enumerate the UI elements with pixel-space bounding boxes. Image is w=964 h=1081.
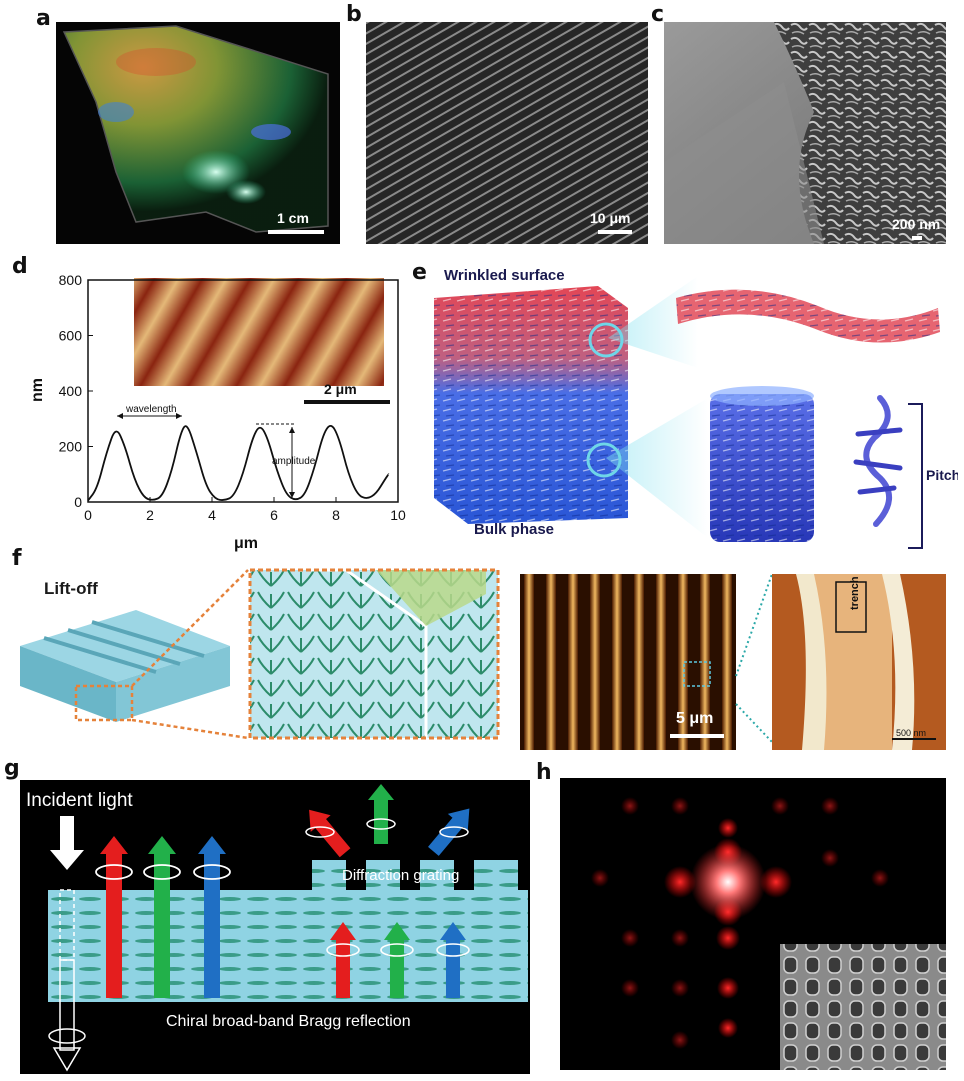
diffraction-grating-label: Diffraction grating bbox=[342, 867, 459, 884]
top-magnifier-icon bbox=[588, 322, 624, 358]
scale-label-b: 10 μm bbox=[590, 210, 631, 226]
x-tick-label: 10 bbox=[390, 507, 406, 523]
plot-frame bbox=[87, 279, 399, 503]
pitch-label: Pitch bbox=[926, 467, 958, 483]
scale-label-f-zoom: 500 nm bbox=[896, 728, 926, 738]
panel-letter-f: f bbox=[12, 546, 22, 571]
helix-pitch-icon bbox=[853, 395, 903, 527]
scale-bar-c bbox=[912, 236, 922, 240]
incident-light-label: Incident light bbox=[26, 790, 133, 811]
grating-beams bbox=[305, 784, 470, 998]
x-axis-label: μm bbox=[234, 535, 258, 552]
panel-letter-d: d bbox=[12, 254, 28, 279]
panel-b-sem: 10 μm bbox=[366, 22, 648, 244]
reflected-beams bbox=[95, 836, 231, 998]
panel-e-schematic: Wrinkled surface Bulk phase Pitch bbox=[428, 258, 958, 550]
bragg-grating-schematic: Incident light Diffraction grating Chira… bbox=[26, 784, 528, 1072]
x-tick-label: 2 bbox=[146, 507, 154, 523]
panel-g-schematic: Incident light Diffraction grating Chira… bbox=[20, 780, 530, 1074]
grating-teeth bbox=[312, 860, 518, 890]
diffraction-pattern-image bbox=[591, 797, 946, 1070]
amplitude-label: amplitude bbox=[272, 456, 316, 467]
x-tick-label: 0 bbox=[84, 507, 92, 523]
zero-order-spot bbox=[690, 844, 766, 920]
liftoff-label: Lift-off bbox=[44, 579, 98, 598]
striped-grating-image bbox=[366, 22, 648, 244]
panel-letter-g: g bbox=[4, 756, 20, 781]
panel-letter-h: h bbox=[536, 760, 552, 785]
trench-label: trench bbox=[849, 576, 861, 610]
panel-letter-b: b bbox=[346, 2, 362, 27]
afm-inset: 2 μm bbox=[134, 278, 390, 404]
wavelength-annotation: wavelength bbox=[117, 404, 182, 419]
panel-f-zoom: trench 500 nm bbox=[772, 574, 946, 750]
incident-arrow-icon bbox=[50, 816, 84, 870]
x-tick-label: 8 bbox=[332, 507, 340, 523]
cholesteric-schematic: Wrinkled surface Bulk phase Pitch bbox=[434, 267, 958, 549]
inset-scale-label: 2 μm bbox=[324, 381, 357, 397]
wavelength-label: wavelength bbox=[125, 404, 177, 415]
liftoff-schematic: Lift-off bbox=[20, 568, 500, 740]
fibrous-structure-image bbox=[664, 22, 946, 244]
y-tick-label: 200 bbox=[59, 439, 83, 455]
iridescent-film-image bbox=[62, 25, 329, 233]
x-tick-label: 4 bbox=[208, 507, 216, 523]
trench-zoom-image: trench 500 nm bbox=[772, 574, 946, 750]
scale-label-a: 1 cm bbox=[277, 210, 309, 226]
panel-h-diffraction bbox=[560, 778, 946, 1070]
panel-c-sem: 200 nm bbox=[664, 22, 946, 244]
panel-letter-e: e bbox=[412, 260, 427, 285]
panel-a-photo: 1 cm bbox=[56, 22, 340, 244]
scale-bar-b bbox=[598, 230, 632, 234]
wrinkled-surface-label: Wrinkled surface bbox=[444, 267, 565, 284]
scale-bar-a bbox=[268, 230, 324, 234]
inset-scale-bar bbox=[304, 400, 390, 404]
afm-stripes-image bbox=[520, 574, 736, 750]
scale-bar-f bbox=[670, 734, 724, 738]
y-tick-label: 800 bbox=[59, 272, 83, 288]
scale-label-c: 200 nm bbox=[892, 216, 941, 232]
bragg-reflection-label: Chiral broad-band Bragg reflection bbox=[166, 1013, 411, 1030]
y-tick-label: 400 bbox=[59, 383, 83, 399]
x-tick-label: 6 bbox=[270, 507, 278, 523]
bottom-magnifier-icon bbox=[586, 442, 622, 478]
bulk-phase-label: Bulk phase bbox=[474, 521, 554, 538]
scale-label-f: 5 μm bbox=[676, 710, 714, 727]
amplitude-annotation: amplitude bbox=[256, 423, 316, 498]
afm-surface-image bbox=[134, 278, 384, 386]
transmitted-arrow-icon bbox=[59, 959, 75, 1051]
grating-sem-inset bbox=[780, 944, 946, 1070]
y-tick-label: 0 bbox=[74, 494, 82, 510]
panel-letter-a: a bbox=[36, 6, 51, 31]
height-profile-chart: 0 2 4 6 8 10 0 200 400 600 800 2 μm wavelength amp… bbox=[29, 272, 406, 552]
panel-f-liftoff: Lift-off bbox=[16, 566, 516, 748]
panel-letter-c: c bbox=[651, 2, 665, 27]
pitch-bracket bbox=[908, 403, 923, 549]
y-axis-label: nm bbox=[29, 378, 46, 402]
trench-box bbox=[835, 581, 867, 633]
profile-series-line bbox=[87, 424, 390, 502]
zoom-connector bbox=[735, 573, 773, 743]
panel-f-afm: 5 μm bbox=[520, 574, 736, 750]
y-tick-label: 600 bbox=[59, 328, 83, 344]
zoom-region-marker bbox=[683, 661, 711, 687]
